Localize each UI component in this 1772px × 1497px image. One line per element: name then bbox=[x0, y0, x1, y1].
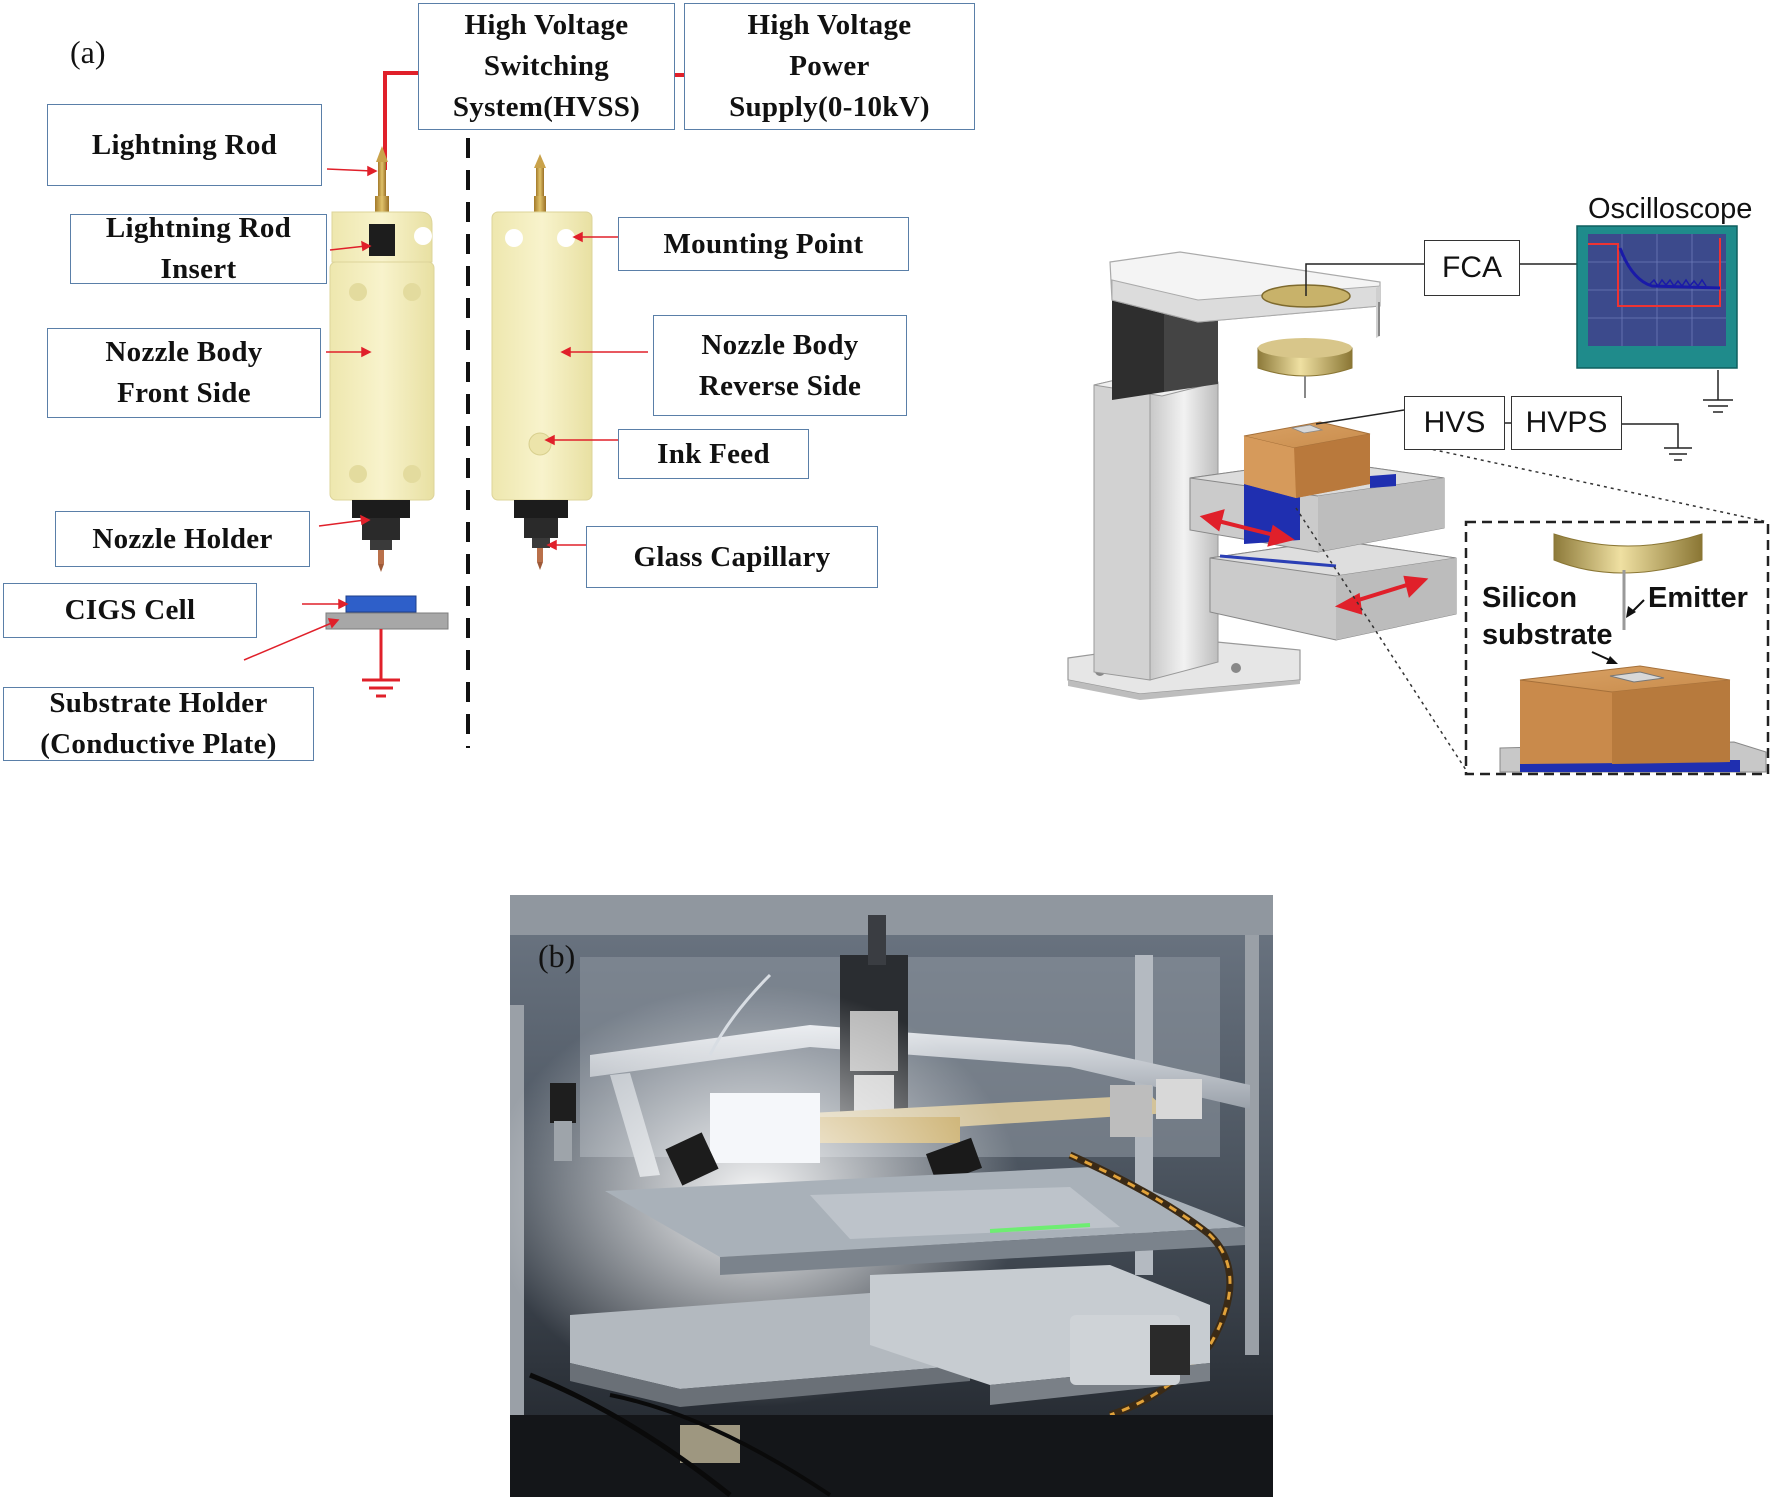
nozzle-front bbox=[329, 146, 435, 572]
label-cigs-cell: CIGS Cell bbox=[3, 583, 257, 638]
label-mounting-point: Mounting Point bbox=[618, 217, 909, 271]
label-lightning-rod: Lightning Rod bbox=[47, 104, 322, 186]
apparatus-photo bbox=[510, 895, 1273, 1497]
schematic-apparatus bbox=[1067, 225, 1770, 776]
label-substrate-holder: Substrate Holder (Conductive Plate) bbox=[3, 687, 314, 761]
label-silicon-substrate: Silicon substrate bbox=[1482, 582, 1613, 651]
label-oscilloscope: Oscilloscope bbox=[1588, 193, 1753, 225]
nozzle-reverse bbox=[491, 154, 593, 570]
label-fca: FCA bbox=[1424, 240, 1520, 296]
leader-arrows bbox=[243, 165, 648, 661]
hv-wire bbox=[383, 71, 418, 170]
label-hvps: High Voltage Power Supply(0-10kV) bbox=[684, 3, 975, 130]
ground-symbol-a bbox=[362, 629, 400, 698]
panel-b-letter: (b) bbox=[538, 938, 576, 974]
label-ink-feed: Ink Feed bbox=[618, 429, 809, 479]
label-glass-capillary: Glass Capillary bbox=[586, 526, 878, 588]
panel-a-letter: (a) bbox=[70, 34, 106, 70]
label-hvs: HVS bbox=[1404, 396, 1505, 450]
cigs-cell bbox=[345, 595, 417, 613]
label-nozzle-reverse: Nozzle Body Reverse Side bbox=[653, 315, 907, 416]
label-lightning-rod-insert: Lightning Rod Insert bbox=[70, 212, 327, 285]
substrate-holder bbox=[325, 612, 449, 630]
label-nozzle-holder: Nozzle Holder bbox=[55, 511, 310, 567]
label-hvss: High Voltage Switching System(HVSS) bbox=[418, 3, 675, 130]
label-nozzle-front: Nozzle Body Front Side bbox=[47, 328, 321, 418]
label-emitter: Emitter bbox=[1648, 582, 1748, 614]
label-hvps-schematic: HVPS bbox=[1511, 396, 1622, 450]
